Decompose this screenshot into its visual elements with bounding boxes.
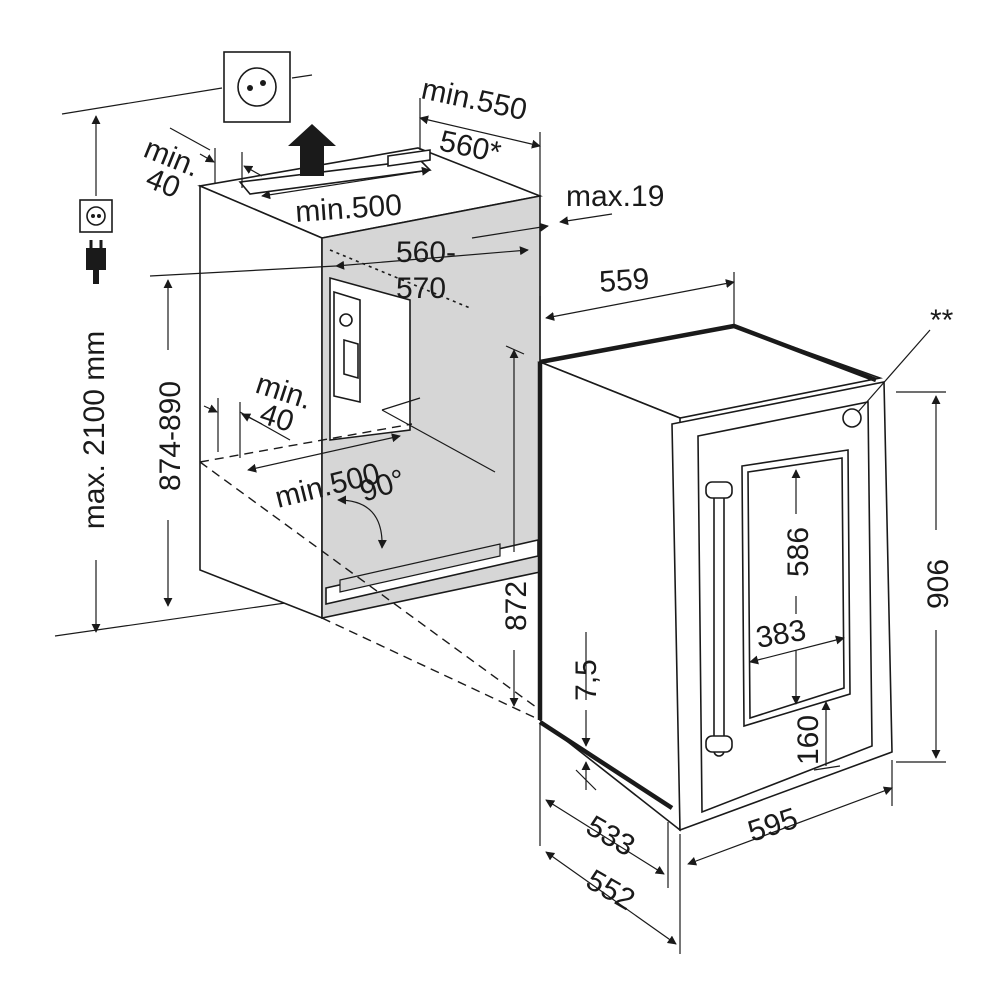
dim-160-label: 160 [792, 715, 825, 765]
niche-872-dimension: 872 [500, 345, 533, 707]
depth-552-label: 552 [581, 863, 641, 917]
height-906-dimension: 906 [896, 391, 955, 763]
max-height-label: max. 2100 mm [78, 331, 111, 529]
width-559-label: 559 [598, 263, 650, 299]
width-559-dimension: 559 [539, 263, 735, 360]
socket-icon [79, 199, 113, 233]
height-872-label: 872 [500, 581, 533, 631]
niche-height-label: 874-890 [154, 381, 187, 491]
top-vent-dimension: min.500 [261, 166, 431, 229]
door-handle [705, 481, 733, 757]
max-19-label: max.19 [566, 180, 664, 213]
dim-160-dimension: 160 [792, 701, 841, 771]
niche-width-dimension: 560- 570 [149, 236, 529, 309]
max-height-dimension: max. 2100 mm [54, 74, 321, 637]
dim-7-5-dimension: 7,5 [570, 632, 603, 791]
niche-cabinet [197, 147, 543, 721]
depth-533-label: 533 [581, 809, 641, 863]
inner-socket-icon [333, 290, 361, 404]
glass-height-label: 586 [782, 527, 815, 577]
max-19-dimension: max.19 [471, 180, 664, 239]
depth-552-dimension: 552 [545, 851, 677, 945]
note-marker: ** [857, 304, 954, 413]
control-knob-icon [842, 408, 862, 428]
width-595-label: 595 [744, 802, 802, 849]
niche-height-dimension: 874-890 [154, 279, 187, 607]
depth-min-label: min.550 [419, 73, 530, 127]
note-marker-label: ** [930, 304, 954, 337]
dim-7-5-label: 7,5 [570, 659, 603, 701]
top-vent-label: min.500 [294, 189, 403, 229]
wall-socket-icon [223, 51, 291, 123]
height-906-label: 906 [922, 559, 955, 609]
niche-width-label-top: 560- [396, 236, 456, 269]
niche-width-label-bottom: 570 [396, 272, 446, 305]
arrow-up-icon [288, 124, 336, 176]
wine-cooler-appliance [537, 323, 893, 832]
plug-icon [86, 240, 106, 284]
